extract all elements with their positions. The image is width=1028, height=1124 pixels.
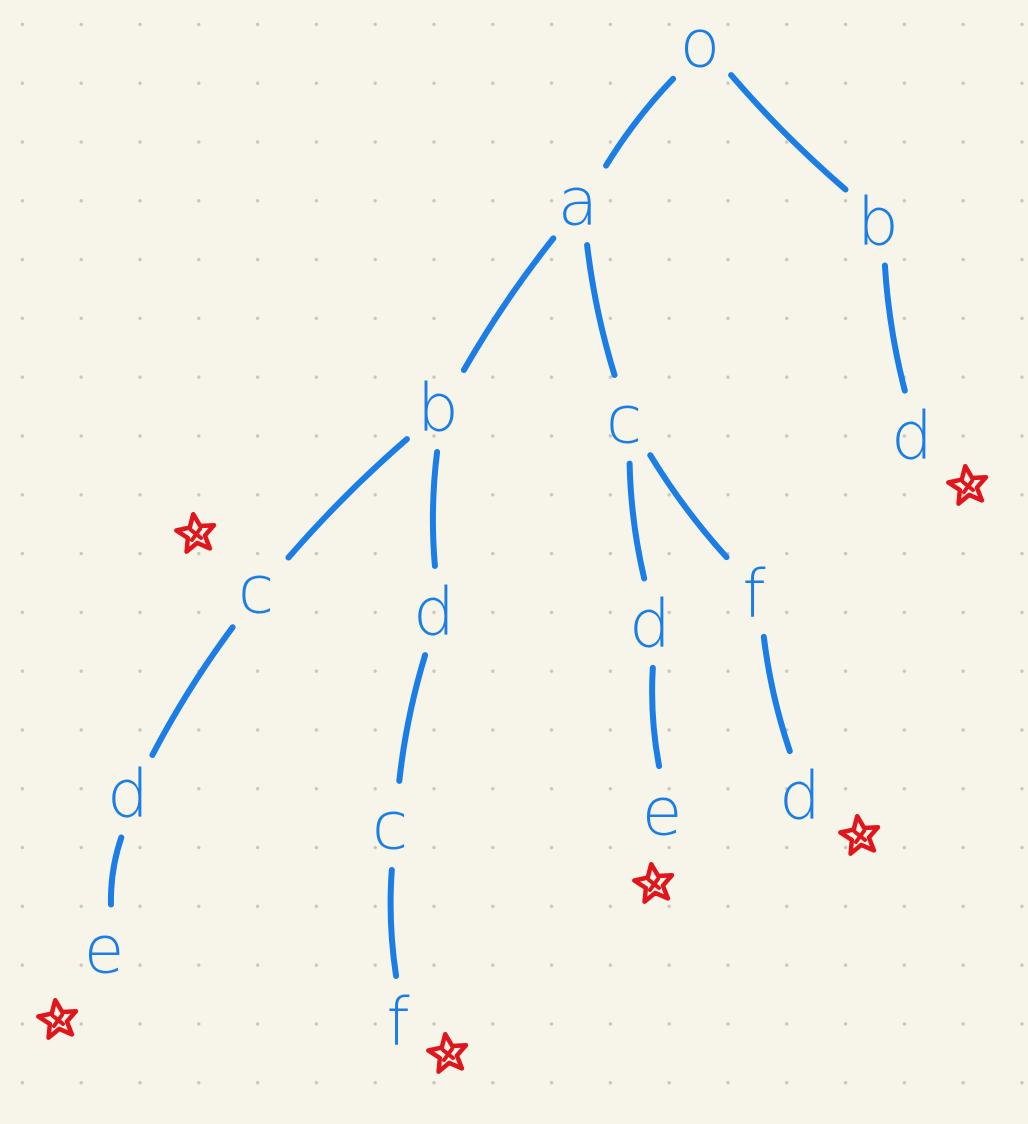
node-d_right: d	[891, 398, 933, 475]
red-star-icon	[36, 997, 79, 1040]
node-f_cdb: f	[386, 984, 410, 1061]
edge-c_mid-d_c	[626, 460, 648, 582]
edge-a-b_mid	[460, 235, 557, 373]
node-root: o	[680, 6, 720, 83]
node-e_dcl: e	[84, 912, 125, 989]
edges	[107, 72, 908, 979]
red-star-icon	[174, 511, 217, 554]
red-star-icon	[946, 463, 989, 506]
edge-d_cl-e_dcl	[107, 834, 125, 908]
red-star-icon	[838, 813, 881, 856]
edge-root-b_top	[728, 72, 849, 193]
node-c_mid: c	[606, 382, 642, 459]
edge-a-c_mid	[584, 242, 618, 378]
edge-c_mid-f_c	[647, 452, 730, 561]
edge-f_c-d_fc	[760, 633, 793, 755]
edge-b_top-d_right	[881, 262, 908, 394]
node-e_dc: e	[642, 774, 683, 851]
node-b_mid: b	[417, 370, 459, 447]
node-c_db: c	[372, 788, 408, 865]
edge-d_b-c_db	[396, 652, 429, 784]
node-c_left: c	[238, 552, 274, 629]
red-star-icon	[426, 1031, 469, 1074]
node-d_fc: d	[779, 758, 821, 835]
edge-c_left-d_cl	[149, 624, 236, 758]
node-f_c: f	[742, 556, 766, 633]
node-d_cl: d	[107, 756, 149, 833]
edge-root-a	[603, 75, 677, 169]
red-star-icon	[632, 861, 675, 904]
edge-b_mid-c_left	[285, 436, 410, 561]
edge-c_db-f_cdb	[387, 867, 400, 979]
node-d_c: d	[629, 586, 671, 663]
terminal-markers	[36, 463, 989, 1074]
node-b_top: b	[857, 184, 899, 261]
node-a: a	[558, 164, 598, 241]
edge-b_mid-d_b	[429, 449, 441, 569]
node-d_b: d	[413, 574, 455, 651]
edge-d_c-e_dc	[649, 664, 663, 770]
